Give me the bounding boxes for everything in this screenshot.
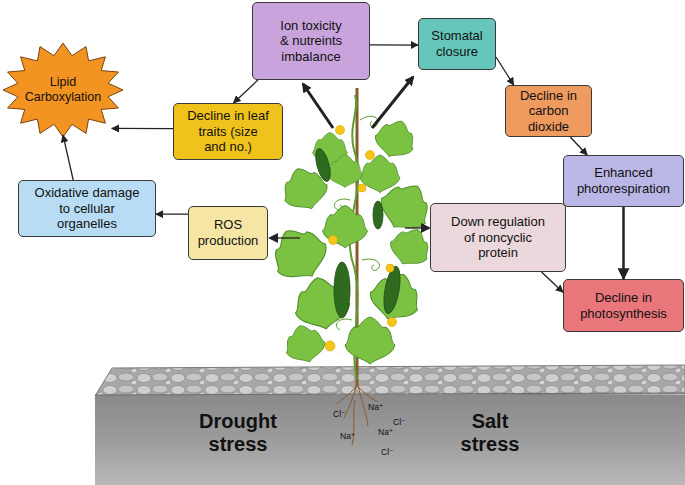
flower <box>386 264 394 272</box>
plant <box>262 95 439 380</box>
soil-face <box>95 395 685 485</box>
starburst-outline <box>3 43 123 137</box>
leaves <box>262 114 439 367</box>
arrow-connector <box>542 272 563 292</box>
arrow-connector <box>496 57 514 85</box>
root <box>344 380 357 418</box>
node-label: Enhanced photorespiration <box>571 165 676 196</box>
ion-label: Na⁺ <box>378 428 398 437</box>
node-label: Ion toxicity & nutreints imbalance <box>279 18 343 65</box>
flower <box>388 318 397 327</box>
node-label: Stomatal closure <box>427 28 487 59</box>
cucumber <box>381 265 403 315</box>
tendril <box>336 319 352 330</box>
tendril <box>362 259 380 270</box>
ion-label: Cl⁻ <box>393 418 413 427</box>
starburst-node: Lipid Carboxylation <box>2 42 124 138</box>
cucumbers <box>313 147 403 318</box>
leaf-shape <box>281 321 329 368</box>
process-box: ROS production <box>188 206 268 260</box>
arrow-line <box>303 84 333 128</box>
cucumber <box>313 147 333 183</box>
flower <box>325 341 335 351</box>
process-box: Decline in photosynthesis <box>563 279 684 332</box>
arrow-connector <box>112 128 173 130</box>
cucumber <box>334 262 350 318</box>
ion-label: Na⁺ <box>340 432 360 441</box>
leaf-shape <box>345 317 395 364</box>
flower <box>366 151 375 160</box>
process-box: Decline in carbon dioxide <box>505 85 592 137</box>
process-box: Stomatal closure <box>418 18 496 70</box>
ion-label: Cl⁻ <box>381 448 401 457</box>
arrow-line <box>372 77 413 128</box>
cucumber <box>373 201 383 229</box>
process-box: Down regulation of noncyclic protein <box>430 203 566 272</box>
stress-label: Salt stress <box>452 410 528 456</box>
process-box: Enhanced photorespiration <box>563 155 684 207</box>
leaf-shape <box>384 221 436 272</box>
root <box>357 380 368 426</box>
arrow-connector <box>370 44 418 45</box>
flowers <box>325 126 397 352</box>
leaf-shape <box>262 217 335 289</box>
arrow-connector <box>234 80 258 103</box>
soil <box>95 365 685 485</box>
soil-edge <box>95 393 685 395</box>
stress-label: Drought stress <box>192 410 284 456</box>
flower <box>336 126 345 135</box>
process-box: Ion toxicity & nutreints imbalance <box>252 2 370 80</box>
node-label: Decline in leaf traits (size and no.) <box>187 108 269 155</box>
leaf-shape <box>323 206 368 248</box>
arrow-connector <box>63 135 73 180</box>
node-label: Decline in photosynthesis <box>574 290 674 321</box>
ion-label: Na⁺ <box>368 403 388 412</box>
arrow-connector <box>570 137 587 155</box>
arrow-connector <box>622 207 625 279</box>
soil-surface <box>95 365 685 396</box>
flower <box>329 236 338 245</box>
node-label: Decline in carbon dioxide <box>516 88 582 135</box>
process-box: Oxidative damage to cellular organelles <box>18 180 156 237</box>
node-label: Down regulation of noncyclic protein <box>446 214 551 261</box>
flower <box>358 184 366 192</box>
arrow-line <box>405 227 429 228</box>
root <box>336 385 357 404</box>
leaf-shape <box>328 155 363 188</box>
plant-arrows <box>270 77 429 238</box>
arrow-connector <box>156 213 188 214</box>
node-label: Oxidative damage to cellular organelles <box>31 185 143 232</box>
node-label: ROS production <box>193 217 263 248</box>
process-box: Decline in leaf traits (size and no.) <box>173 103 283 160</box>
node-label: Lipid Carboxylation <box>18 75 108 105</box>
root <box>357 386 378 402</box>
arrow-line <box>270 237 300 238</box>
ion-label: Cl⁻ <box>333 410 353 419</box>
